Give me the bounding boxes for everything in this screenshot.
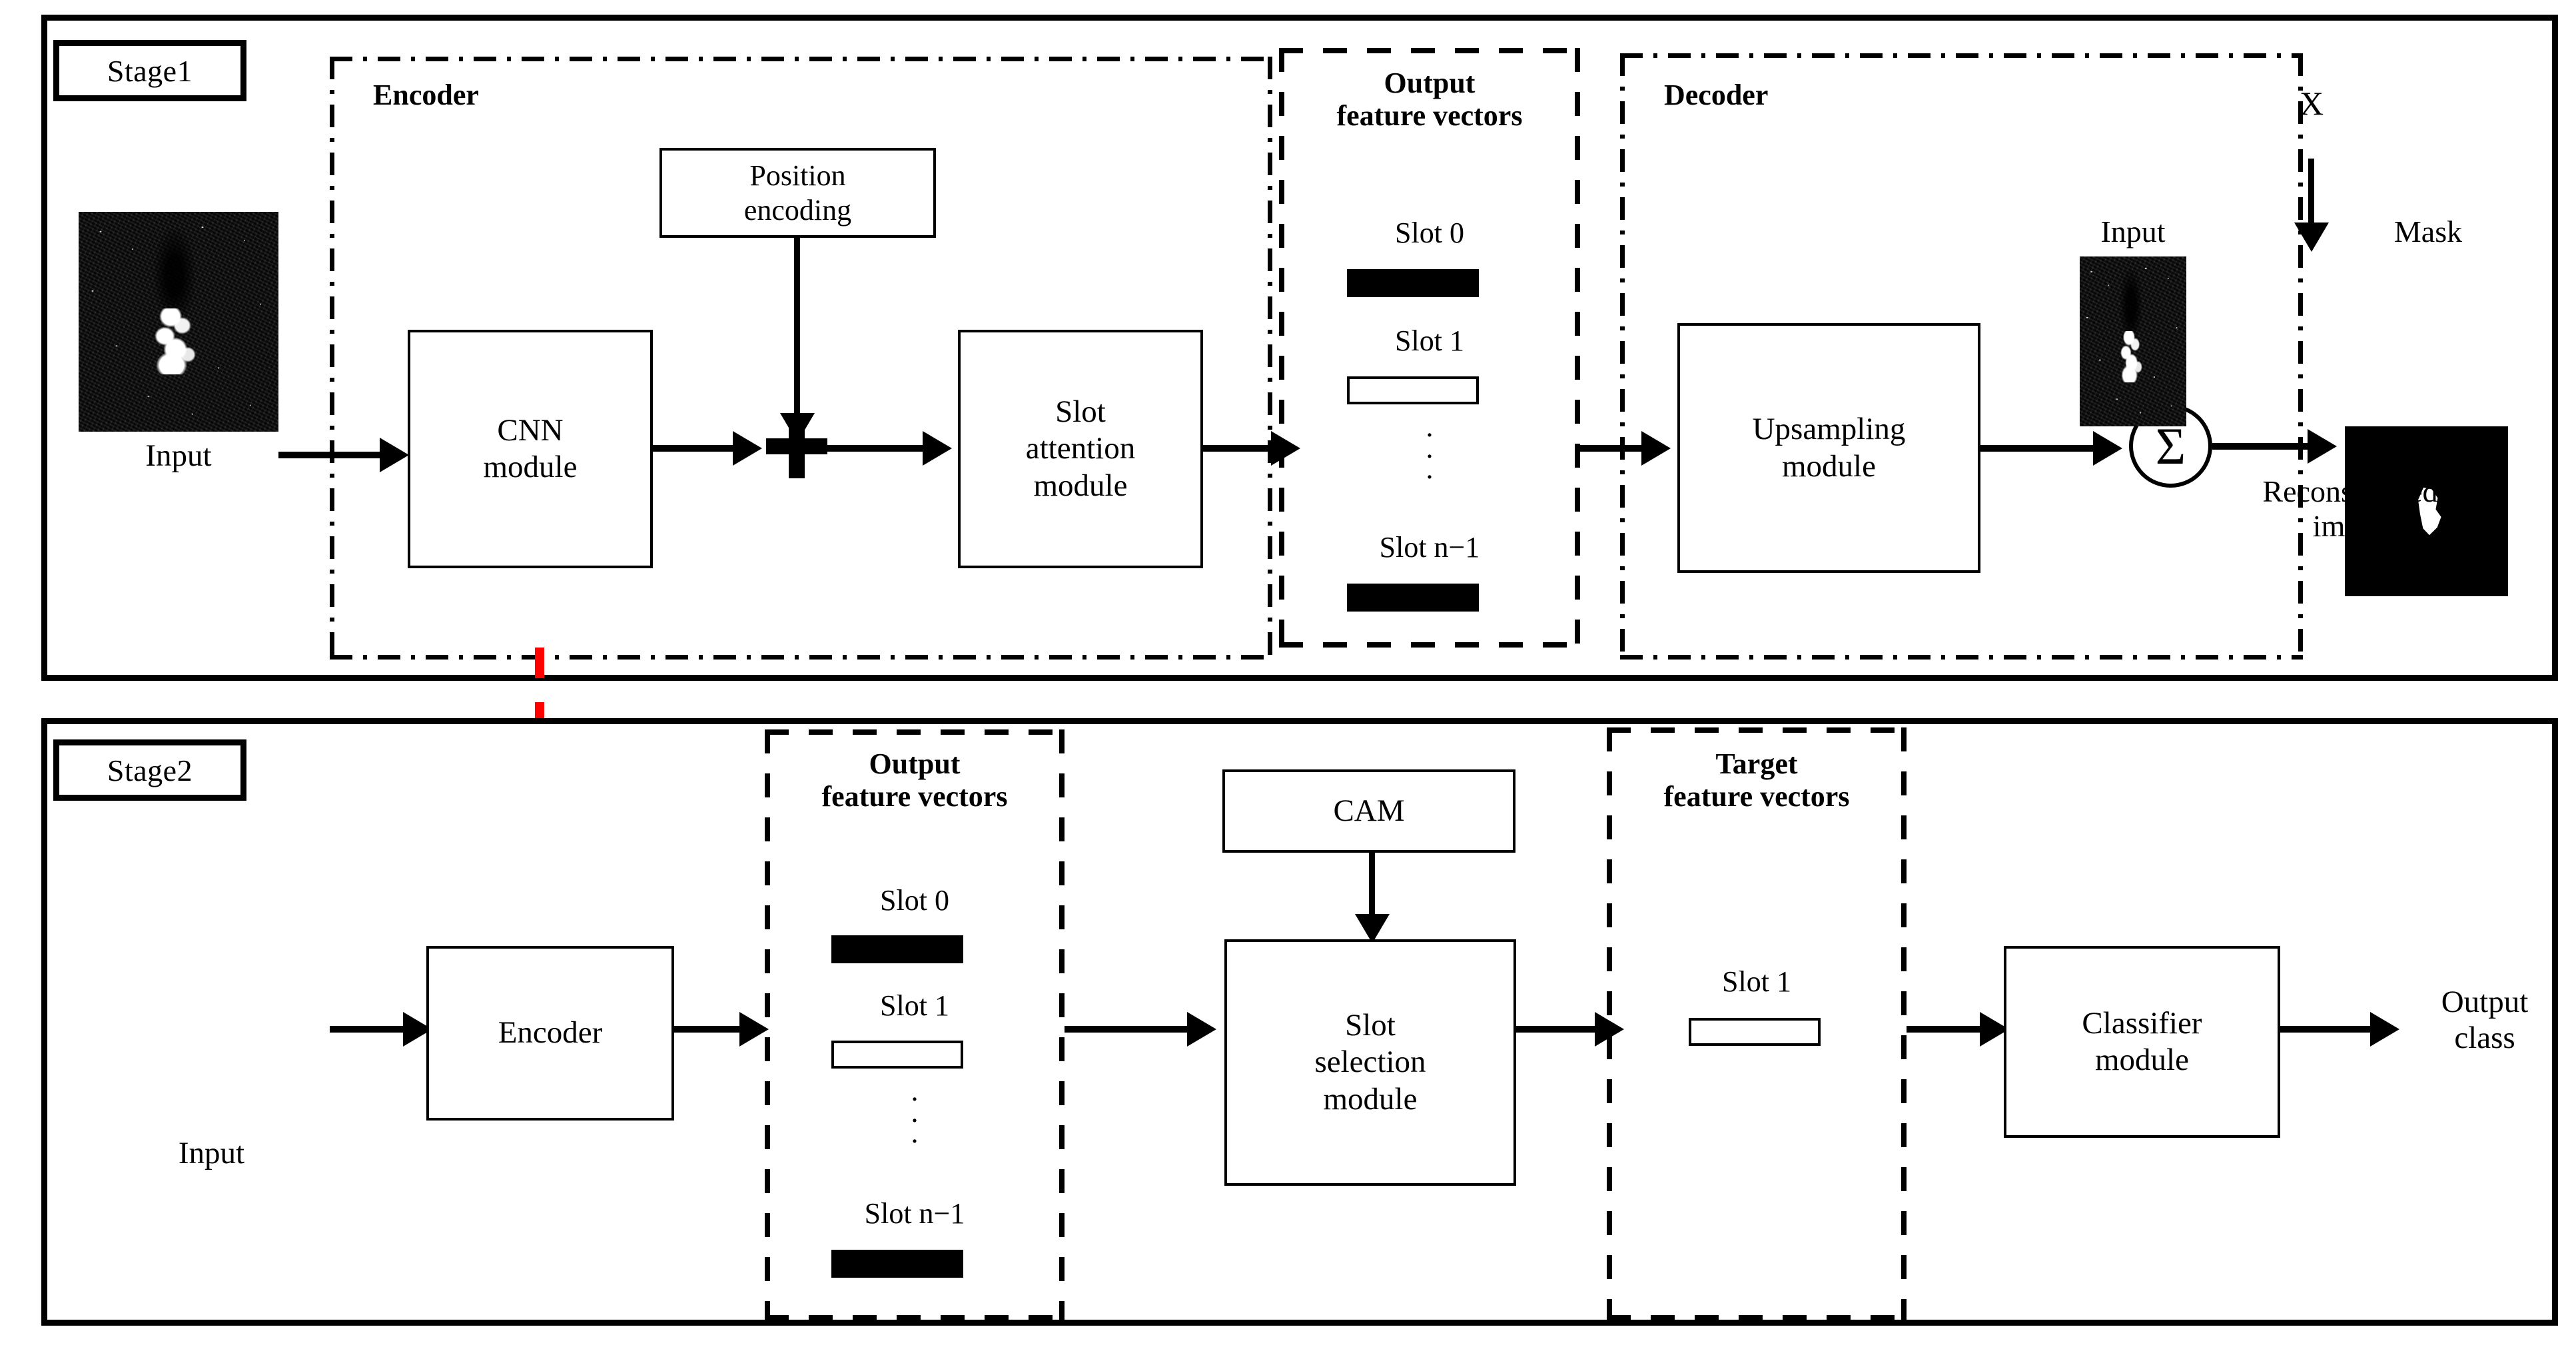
stage1-tag: Stage1 bbox=[53, 40, 246, 101]
ellipsis-dot: . bbox=[911, 1075, 919, 1107]
stage2-output-feature-vectors-group bbox=[765, 729, 1065, 1320]
ellipsis-dot: . bbox=[1426, 410, 1434, 443]
position-encoding-box[interactable]: Position encoding bbox=[659, 148, 936, 238]
thumbnail-target-blob bbox=[2118, 331, 2144, 382]
stage1-decoder-title: Decoder bbox=[1664, 79, 1769, 111]
arrow-upsampling-to-sum-head bbox=[2093, 431, 2122, 466]
cnn-module-label: CNN module bbox=[483, 412, 578, 484]
arrow-ofv-to-decoder-shaft bbox=[1580, 445, 1647, 452]
arrow-slotattn-to-ofv-shaft bbox=[1203, 445, 1276, 452]
classifier-module-label: Classifier module bbox=[2082, 1005, 2202, 1077]
arrow-stage2ofv-to-slotselection-head bbox=[1187, 1012, 1216, 1047]
stage1-ofv-ellipsis: . . . bbox=[1279, 410, 1580, 486]
multiply-x-icon: X bbox=[2299, 85, 2324, 122]
output-class-label: Output class bbox=[2441, 985, 2529, 1055]
cam-label: CAM bbox=[1333, 793, 1405, 828]
upsampling-module-box[interactable]: Upsampling module bbox=[1677, 323, 1980, 573]
stage2-tag-label: Stage2 bbox=[107, 753, 193, 787]
stage1-tag-label: Stage1 bbox=[107, 53, 193, 88]
arrow-slotselection-to-tfv-shaft bbox=[1516, 1026, 1599, 1033]
cam-box[interactable]: CAM bbox=[1222, 769, 1515, 853]
stage2-tfv-title: Target feature vectors bbox=[1663, 747, 1850, 813]
stage1-ofv-slot0-bar bbox=[1347, 269, 1479, 297]
stage1-input-thumbnail bbox=[79, 212, 278, 432]
upsampling-module-label: Upsampling module bbox=[1752, 412, 1906, 484]
stage2-ofv-title: Output feature vectors bbox=[821, 747, 1008, 813]
arrow-sum-to-reconstructed-head bbox=[2308, 429, 2337, 464]
stage2-ofv-slot1-bar bbox=[831, 1041, 963, 1069]
arrow-multiply-to-reconstructed-head bbox=[2294, 223, 2329, 252]
stage1-ofv-slot1-bar bbox=[1347, 376, 1479, 404]
arrow-plus-to-slotattn-shaft bbox=[826, 445, 926, 452]
ellipsis-dot: . bbox=[1426, 431, 1434, 464]
ellipsis-dot: . bbox=[911, 1095, 919, 1128]
arrow-stage2encoder-to-ofv-head bbox=[739, 1012, 769, 1047]
stage2-ofv-ellipsis: . . . bbox=[765, 1075, 1065, 1150]
arrow-stage2input-to-encoder-shaft bbox=[330, 1026, 406, 1033]
supervision-input-label: Input bbox=[2100, 215, 2166, 248]
stage2-ofv-slot1-label: Slot 1 bbox=[880, 989, 949, 1022]
slot-selection-module-label: Slot selection module bbox=[1314, 1007, 1426, 1117]
stage1-ofv-title: Output feature vectors bbox=[1336, 67, 1523, 133]
supervision-mask-thumbnail bbox=[2345, 426, 2508, 596]
stage1-output-feature-vectors-group bbox=[1279, 48, 1580, 648]
stage1-input-label: Input bbox=[145, 438, 212, 473]
slot-attention-module-label: Slot attention module bbox=[1025, 394, 1136, 503]
slot-attention-module-box[interactable]: Slot attention module bbox=[958, 330, 1203, 568]
arrow-sum-to-reconstructed-shaft bbox=[2212, 443, 2312, 450]
arrow-cam-to-slotselection-shaft bbox=[1369, 853, 1375, 919]
stage2-tfv-slot1-bar bbox=[1689, 1018, 1821, 1046]
arrow-posenc-to-plus-shaft bbox=[794, 238, 800, 421]
arrow-upsampling-to-sum-shaft bbox=[1980, 445, 2097, 452]
thumbnail-target-blob bbox=[151, 308, 199, 375]
arrow-multiply-to-reconstructed-shaft bbox=[2308, 159, 2314, 228]
arrow-tfv-to-classifier-shaft bbox=[1907, 1026, 1983, 1033]
supervision-mask-label: Mask bbox=[2393, 215, 2463, 248]
stage1-encoder-title: Encoder bbox=[373, 79, 479, 111]
stage2-ofv-slotn-label: Slot n−1 bbox=[864, 1197, 965, 1230]
stage2-input-label: Input bbox=[178, 1136, 245, 1170]
stage2-ofv-slot0-bar bbox=[831, 935, 963, 963]
arrow-classifier-to-outputclass-shaft bbox=[2280, 1026, 2373, 1033]
arrow-stage2ofv-to-slotselection-shaft bbox=[1065, 1026, 1191, 1033]
stage2-encoder-box[interactable]: Encoder bbox=[426, 946, 674, 1121]
cnn-module-box[interactable]: CNN module bbox=[408, 330, 653, 568]
addition-plus-icon bbox=[766, 413, 827, 478]
classifier-module-box[interactable]: Classifier module bbox=[2004, 946, 2280, 1138]
reconstructed-image-label: Reconstructed image bbox=[2262, 474, 2438, 544]
arrow-plus-to-slotattn-head bbox=[923, 431, 952, 466]
stage2-encoder-label: Encoder bbox=[498, 1015, 603, 1051]
sigma-icon: Σ bbox=[2155, 416, 2186, 475]
slot-selection-module-box[interactable]: Slot selection module bbox=[1224, 939, 1516, 1186]
ellipsis-dot: . bbox=[911, 1117, 919, 1150]
thumbnail-shadow-streak bbox=[155, 229, 195, 322]
arrow-classifier-to-outputclass-head bbox=[2370, 1012, 2399, 1047]
stage1-ofv-slot1-label: Slot 1 bbox=[1395, 324, 1464, 357]
stage1-ofv-slot0-label: Slot 0 bbox=[1395, 217, 1464, 249]
ellipsis-dot: . bbox=[1426, 452, 1434, 486]
stage2-ofv-slotn-bar bbox=[831, 1250, 963, 1278]
stage1-ofv-slotn-bar bbox=[1347, 584, 1479, 612]
arrow-cnn-to-plus-shaft bbox=[653, 445, 736, 452]
arrow-cam-to-slotselection-head bbox=[1355, 914, 1390, 943]
supervision-input-thumbnail bbox=[2080, 256, 2186, 426]
thumbnail-shadow-streak bbox=[2120, 270, 2142, 342]
arrow-cnn-to-plus-head bbox=[733, 431, 762, 466]
stage2-tfv-slot1-label: Slot 1 bbox=[1722, 965, 1791, 998]
stage1-ofv-slotn-label: Slot n−1 bbox=[1379, 531, 1480, 564]
stage2-ofv-slot0-label: Slot 0 bbox=[880, 884, 949, 917]
position-encoding-label: Position encoding bbox=[743, 159, 852, 226]
arrow-stage2encoder-to-ofv-shaft bbox=[674, 1026, 744, 1033]
stage2-tag: Stage2 bbox=[53, 739, 246, 801]
